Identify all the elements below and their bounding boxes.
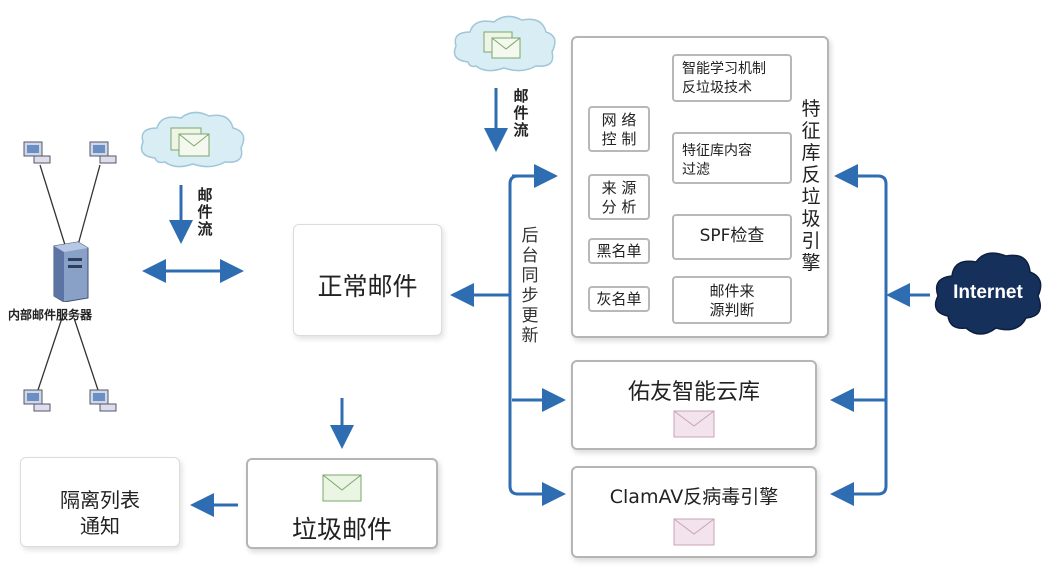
server-tower <box>48 240 90 306</box>
envelope-icon <box>673 518 715 546</box>
envelope-icon <box>322 474 362 502</box>
cloud-envelope-icon <box>140 111 245 168</box>
engine-title: 特 征 库 反 垃 圾 引 擎 <box>801 98 821 274</box>
client-pc-top-left <box>22 140 52 170</box>
envelope-icon <box>673 410 715 438</box>
clamav-box: ClamAV反病毒引擎 <box>571 466 817 558</box>
blacklist-box: 黑名单 <box>588 238 650 264</box>
mail-flow-label-left: 邮 件 流 <box>197 186 213 238</box>
computer-icon <box>23 141 51 164</box>
graylist-box: 灰名单 <box>588 286 650 312</box>
source-analysis-box: 来 源 分 析 <box>588 174 650 220</box>
normal-mail-label: 正常邮件 <box>317 272 418 301</box>
spf-check-box: SPF检查 <box>672 214 792 260</box>
server-label: 内部邮件服务器 <box>8 308 93 322</box>
source-judge-box: 邮件来 源判断 <box>672 276 792 324</box>
computer-icon <box>23 389 51 412</box>
server-icon <box>53 241 89 303</box>
client-pc-top-right <box>88 140 118 170</box>
mail-cloud-top <box>448 10 558 80</box>
cloud-library-box: 佑友智能云库 <box>571 360 817 450</box>
mail-cloud-left <box>135 108 250 176</box>
right-bracket <box>842 174 888 496</box>
sync-update-label: 后 台 同 步 更 新 <box>521 226 539 346</box>
mail-flow-label-top: 邮 件 流 <box>513 87 529 139</box>
quarantine-line2: 通知 <box>80 514 120 538</box>
quarantine-line1: 隔离列表 <box>60 488 140 512</box>
client-pc-bottom-left <box>22 388 52 418</box>
normal-mail-box: 正常邮件 <box>293 224 442 336</box>
feature-filter-box: 特征库内容 过滤 <box>672 132 792 184</box>
network-control-box: 网 络 控 制 <box>588 106 650 152</box>
computer-icon <box>89 389 117 412</box>
quarantine-box: 隔离列表 通知 <box>20 457 180 547</box>
cloud-envelope-icon <box>453 15 556 72</box>
cloud-library-label: 佑友智能云库 <box>627 380 760 405</box>
client-pc-bottom-right <box>88 388 118 418</box>
internet-cloud: Internet <box>930 246 1046 346</box>
computer-icon <box>89 141 117 164</box>
spam-mail-label: 垃圾邮件 <box>291 515 392 544</box>
clamav-label: ClamAV反病毒引擎 <box>609 486 779 508</box>
server-network-lines <box>37 164 101 391</box>
internet-label: Internet <box>953 282 1023 303</box>
spam-mail-box: 垃圾邮件 <box>246 458 438 549</box>
ml-antispam-box: 智能学习机制 反垃圾技术 <box>672 54 792 102</box>
internet-cloud-icon <box>934 252 1042 335</box>
